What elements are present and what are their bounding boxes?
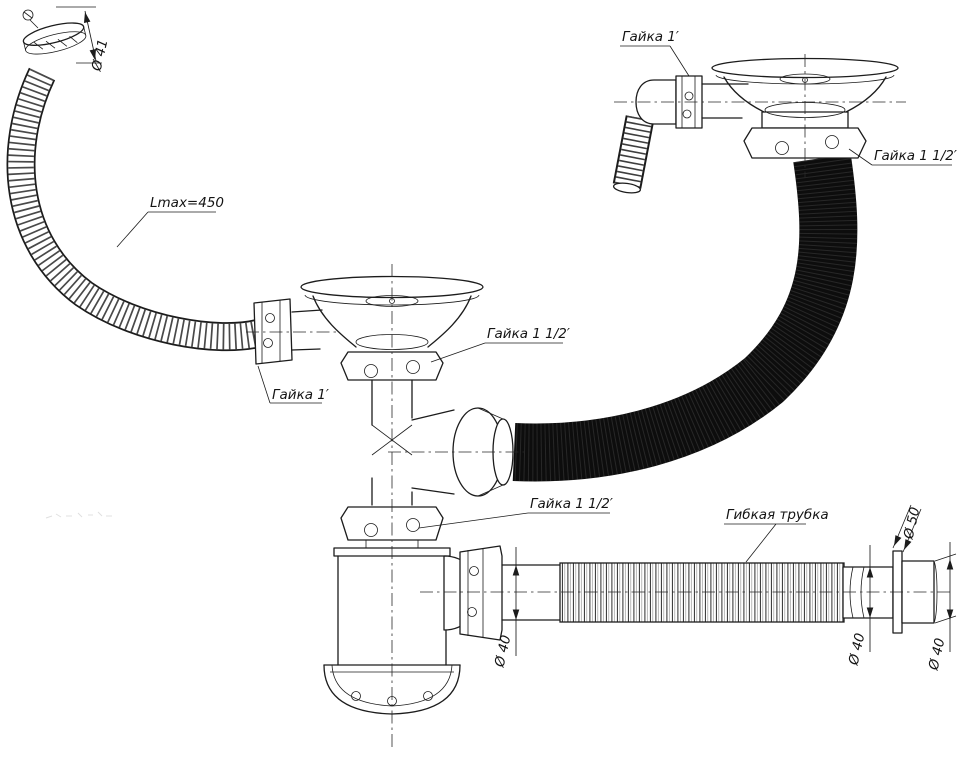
centerlines: [246, 54, 952, 748]
label-tail-diameter: Ø 40: [925, 637, 948, 673]
label-nut-strainer-center: Гайка 1 1/2′: [487, 326, 570, 342]
overflow-hose-nut: [253, 298, 323, 365]
label-outlet-diameter: Ø 40: [491, 634, 514, 670]
label-flange-diameter: Ø 50: [900, 506, 923, 542]
label-nut-strainer-right: Гайка 1 1/2′: [874, 148, 957, 164]
dimension-flex-end-diameter: [866, 545, 874, 652]
leader-lines: [116, 45, 952, 563]
dimension-outlet-diameter: [512, 547, 520, 656]
right-elbow-assembly: [612, 75, 749, 194]
label-nut-outlet-center: Гайка 1 1/2′: [530, 496, 613, 512]
siphon-tailpipe: [371, 379, 455, 506]
black-corrugated-drain-hose: [512, 153, 858, 482]
overflow-head-flange: [22, 9, 87, 55]
labels: Ø 41 Lmax=450 Гайка 1′ Гайка 1′ Гайка 1 …: [88, 29, 956, 673]
outlet-nut: [459, 545, 503, 641]
right-sink-strainer: [711, 57, 899, 159]
tee-branch: [411, 409, 455, 495]
dimension-flange-diameter: [892, 504, 922, 553]
elbow-pipe: [701, 83, 749, 119]
label-nut-overflow-left: Гайка 1′: [272, 387, 329, 403]
overflow-screw-icon: [22, 9, 34, 21]
label-flex-end-diameter: Ø 40: [845, 632, 868, 668]
label-hose-max-length: Lmax=450: [150, 195, 224, 211]
faint-artifact: [45, 511, 112, 519]
dimension-tail-diameter: [934, 542, 957, 652]
label-flexible-pipe: Гибкая трубка: [726, 507, 829, 523]
label-nut-elbow-right: Гайка 1′: [622, 29, 679, 45]
dimension-overflow-diameter: [56, 6, 102, 64]
label-overflow-diameter: Ø 41: [88, 38, 111, 74]
overflow-corrugated-hose: [6, 67, 264, 352]
flexible-corrugated-pipe: [559, 562, 845, 623]
outlet-pipe: [501, 563, 561, 622]
elbow-corrugated-spout: [612, 115, 655, 194]
